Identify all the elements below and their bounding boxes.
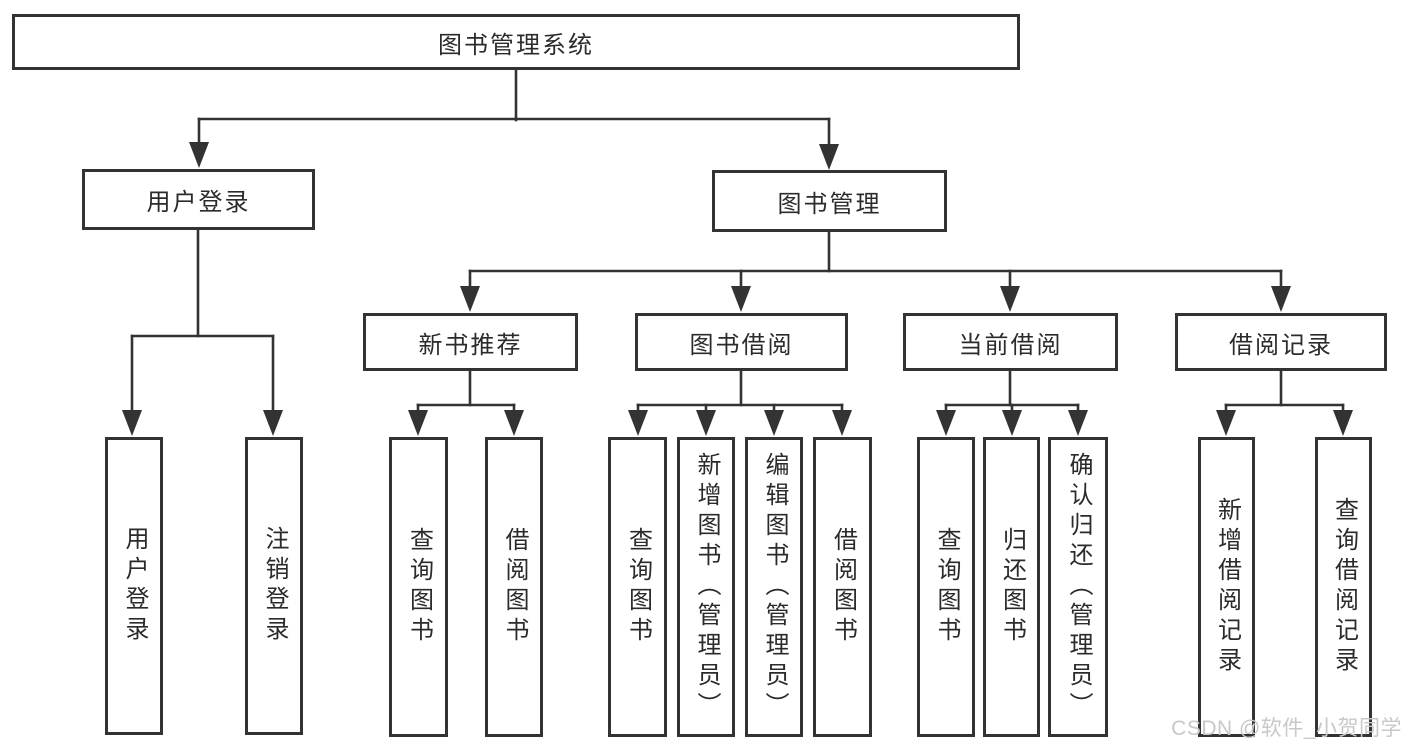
leaf-borrowing-query-book: 查询图书	[608, 437, 667, 737]
arrowhead-down-icon	[1002, 410, 1022, 436]
arrowhead-down-icon	[696, 410, 716, 436]
arrowhead-down-icon	[122, 410, 142, 436]
arrowhead-down-icon	[731, 286, 751, 312]
leaf-recommend-borrow-book: 借阅图书	[485, 437, 543, 737]
node-root-system: 图书管理系统	[12, 14, 1020, 70]
leaf-borrowing-borrow-book: 借阅图书	[813, 437, 872, 737]
arrowhead-down-icon	[936, 410, 956, 436]
arrowhead-down-icon	[189, 142, 209, 168]
leaf-logout: 注销登录	[245, 437, 303, 735]
arrowhead-down-icon	[504, 410, 524, 436]
arrowhead-down-icon	[1333, 410, 1353, 436]
leaf-borrowing-edit-book-admin: 编辑图书（管理员）	[745, 437, 803, 737]
connector-book-mgmt-to-level3	[460, 229, 1291, 312]
node-book-borrowing: 图书借阅	[635, 313, 848, 371]
leaf-current-query-book: 查询图书	[917, 437, 975, 737]
leaf-current-confirm-return-admin: 确认归还（管理员）	[1048, 437, 1108, 737]
connector-borrowing-records-subtree	[1216, 368, 1353, 436]
arrowhead-down-icon	[263, 410, 283, 436]
node-new-book-recommend: 新书推荐	[363, 313, 578, 371]
arrowhead-down-icon	[1271, 286, 1291, 312]
leaf-user-login: 用户登录	[105, 437, 163, 735]
arrowhead-down-icon	[832, 410, 852, 436]
node-book-management: 图书管理	[712, 170, 947, 232]
arrowhead-down-icon	[819, 144, 839, 170]
arrowhead-down-icon	[764, 410, 784, 436]
arrowhead-down-icon	[1216, 410, 1236, 436]
connector-book-borrowing-subtree	[628, 368, 852, 436]
csdn-watermark: CSDN @软件_小贺同学	[1171, 717, 1402, 740]
arrowhead-down-icon	[1068, 410, 1088, 436]
leaf-current-return-book: 归还图书	[983, 437, 1040, 737]
connector-user-login-subtree	[122, 227, 283, 436]
arrowhead-down-icon	[1000, 286, 1020, 312]
arrowhead-down-icon	[460, 286, 480, 312]
leaf-records-add-record: 新增借阅记录	[1198, 437, 1255, 737]
arrowhead-down-icon	[628, 410, 648, 436]
connector-root-to-level2	[189, 66, 839, 170]
arrowhead-down-icon	[408, 410, 428, 436]
connector-new-book-recommend-subtree	[408, 368, 524, 436]
node-current-borrowing: 当前借阅	[903, 313, 1118, 371]
connector-current-borrowing-subtree	[936, 368, 1088, 436]
leaf-records-query-record: 查询借阅记录	[1315, 437, 1372, 737]
leaf-recommend-query-book: 查询图书	[389, 437, 448, 737]
node-user-login: 用户登录	[82, 169, 315, 230]
node-borrowing-records: 借阅记录	[1175, 313, 1387, 371]
leaf-borrowing-add-book-admin: 新增图书（管理员）	[677, 437, 735, 737]
